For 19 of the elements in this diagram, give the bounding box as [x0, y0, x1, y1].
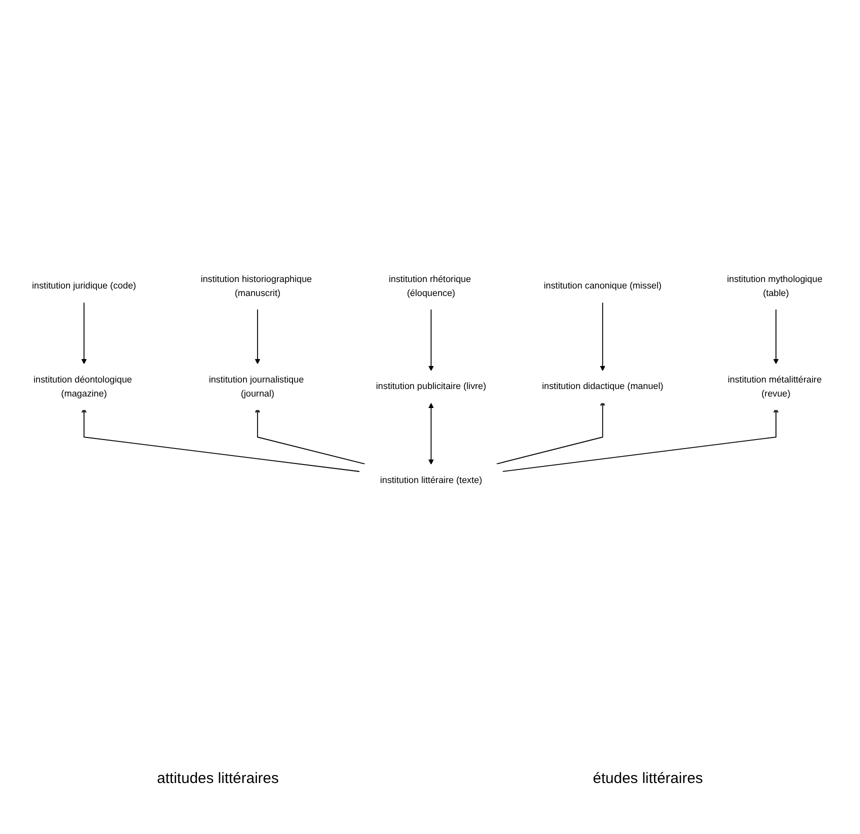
arrow	[600, 302, 606, 372]
arrow	[428, 402, 434, 465]
branch-label: attitudes littéraires	[157, 770, 279, 787]
node-text: institution juridique (code)	[32, 280, 136, 292]
arrow	[773, 308, 779, 364]
arrow	[428, 308, 434, 372]
node-text: institution littéraire (texte)	[380, 474, 482, 486]
node-text: institution journalistique (journal)	[208, 374, 304, 398]
node-text: institution déontologique (magazine)	[34, 374, 132, 398]
node-text: institution mythologique (table)	[726, 274, 822, 298]
node-text: institution historiographique (manuscrit)	[200, 274, 312, 298]
node-text: institution publicitaire (livre)	[376, 381, 486, 392]
arrow	[81, 302, 87, 364]
node-text: institution didactique (manuel)	[542, 381, 664, 392]
branch-label: études littéraires	[592, 770, 703, 787]
node-text: institution canonique (missel)	[544, 280, 662, 292]
arrow	[254, 308, 260, 364]
node-text: institution rhétorique (éloquence)	[388, 274, 471, 298]
node-text: institution métalittéraire (revue)	[728, 374, 822, 398]
